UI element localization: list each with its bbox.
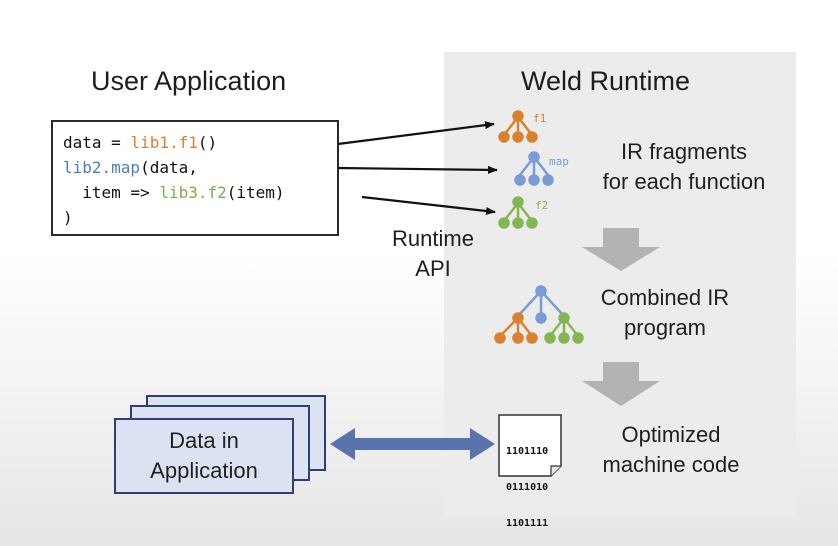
combined-tree-icon [494,285,584,344]
machine-code-document-icon [498,414,562,477]
runtime-api-label: Runtime API [392,226,474,281]
code-snippet: data = lib1.f1() lib2.map(data, item => … [63,130,285,230]
down-arrow-1 [582,228,660,271]
tree-label-f2: f2 [535,199,548,212]
combined-ir-label: Combined IR program [600,285,730,340]
tree-label-map: map [549,155,569,168]
code-box: data = lib1.f1() lib2.map(data, item => … [51,120,339,236]
ir-fragments-label: IR fragments for each function [602,139,766,194]
data-in-application-box: Data in Application [114,418,294,494]
optimized-code-label: Optimized machine code [602,422,740,477]
code-line-4: ) [63,208,73,227]
code-line-2: lib2.map(data, [63,158,198,177]
user-application-title: User Application [91,66,287,96]
arrow-f2 [361,195,496,215]
tree-f2-icon [498,196,538,229]
tree-f1-icon [498,110,538,143]
binary-text: 1101110 0111010 1101111 [506,446,549,529]
tree-label-f1: f1 [533,112,546,125]
down-arrow-2 [582,362,660,406]
bidirectional-data-arrow [330,428,495,460]
weld-runtime-title: Weld Runtime [521,66,691,96]
arrow-map [337,165,498,174]
tree-map-icon [514,151,554,186]
data-in-application-label: Data in Application [150,428,258,483]
code-line-1: data = lib1.f1() [63,133,218,152]
arrow-f1 [337,121,495,146]
code-line-3: item => lib3.f2(item) [63,183,285,202]
